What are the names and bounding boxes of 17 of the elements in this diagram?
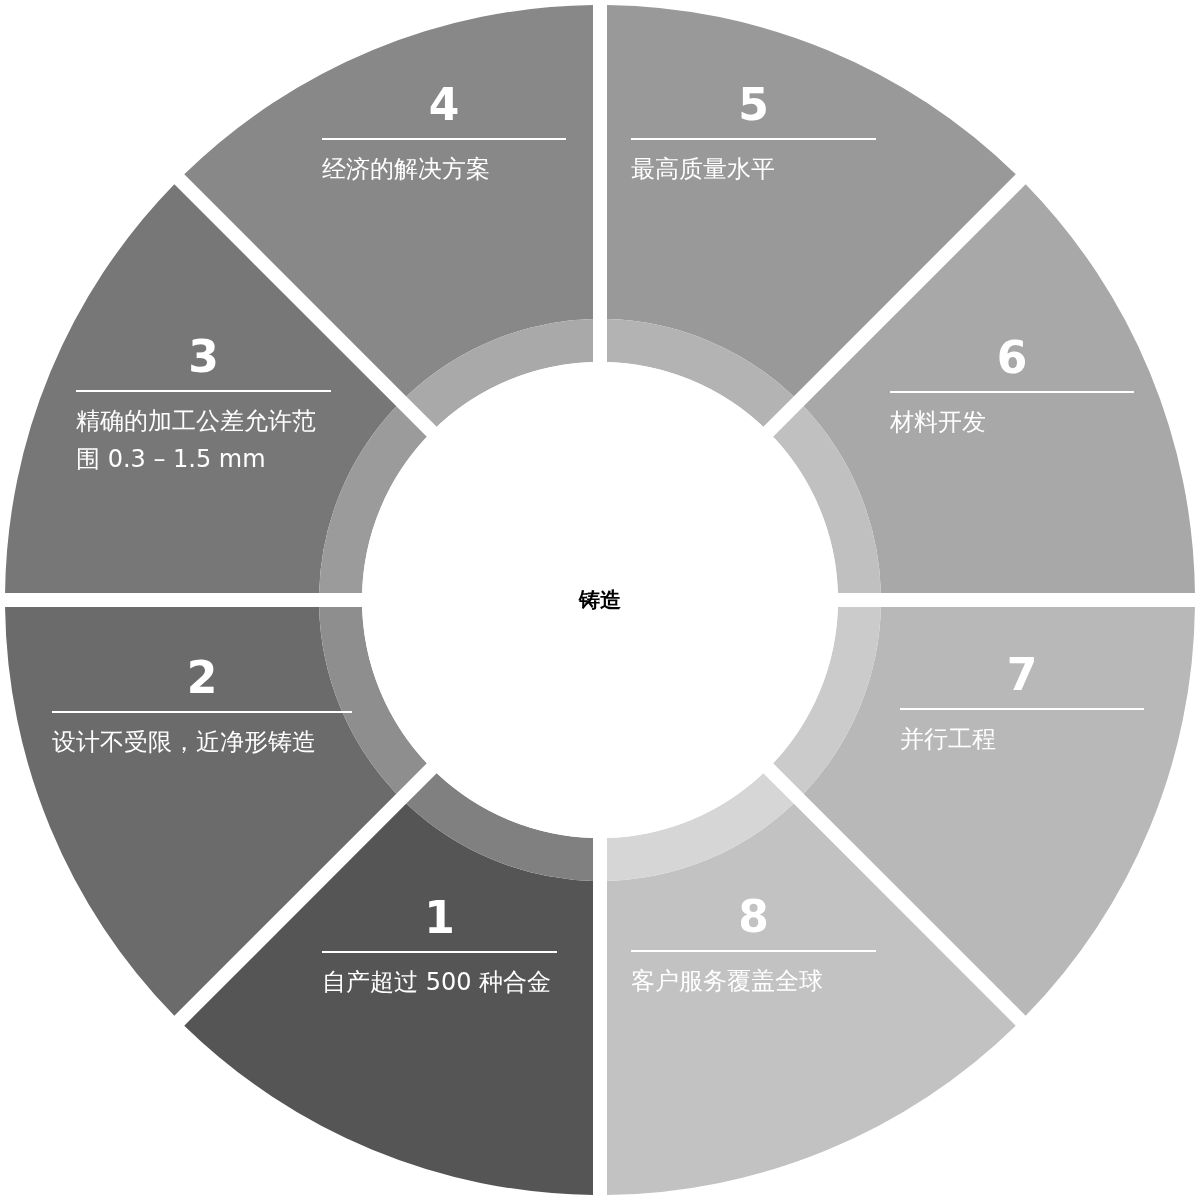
step-number: 1 [423, 893, 456, 943]
center-label: 铸造 [579, 587, 621, 614]
step-number: 2 [185, 653, 219, 703]
step-number: 8 [737, 892, 770, 942]
step-label: 最高质量水平 [631, 154, 776, 185]
step-number: 3 [187, 332, 220, 382]
step-label: 设计不受限，近净形铸造 [52, 727, 317, 758]
step-number: 6 [995, 333, 1029, 383]
step-number: 7 [1005, 650, 1039, 700]
step-label: 材料开发 [890, 407, 987, 438]
step-label: 并行工程 [900, 724, 997, 755]
step-number: 5 [737, 80, 770, 130]
step-label: 精确的加工公差允许范围 0.3 – 1.5 mm [76, 406, 317, 475]
step-label: 自产超过 500 种合金 [322, 967, 553, 998]
step-label: 经济的解决方案 [322, 154, 491, 185]
step-number: 4 [427, 80, 461, 130]
step-label: 客户服务覆盖全球 [631, 966, 824, 997]
